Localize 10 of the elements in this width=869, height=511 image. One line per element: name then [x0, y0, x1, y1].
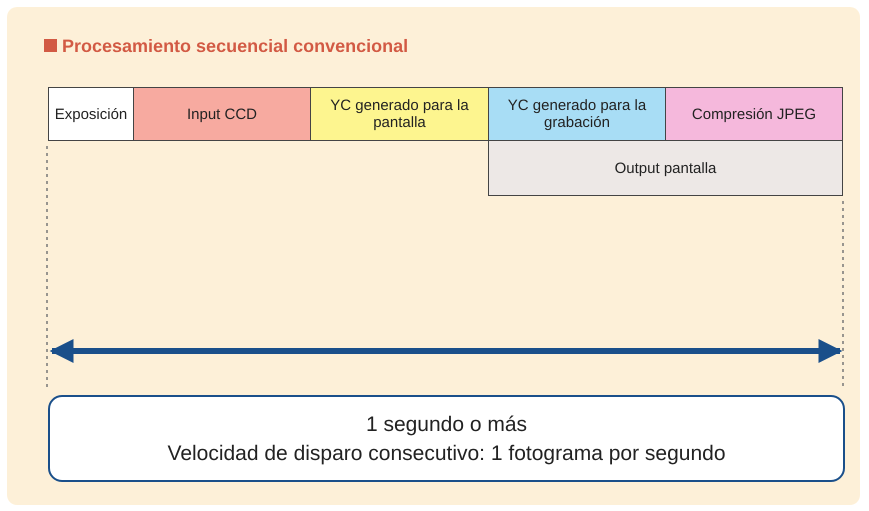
result-box: [48, 395, 845, 482]
result-text: Velocidad de disparo consecutivo: 1 fotograma por segundo: [167, 440, 726, 466]
result-text: 1 segundo o más: [366, 412, 528, 438]
process-segment: Output pantalla: [488, 140, 843, 196]
process-segment: Exposición: [48, 87, 134, 141]
process-segment: Compresión JPEG: [665, 87, 843, 141]
process-segment: YC generado para la pantalla: [310, 87, 489, 141]
section-title: Procesamiento secuencial convencional: [62, 36, 408, 57]
process-segment: Input CCD: [133, 87, 311, 141]
process-segment: YC generado para la grabación: [488, 87, 666, 141]
